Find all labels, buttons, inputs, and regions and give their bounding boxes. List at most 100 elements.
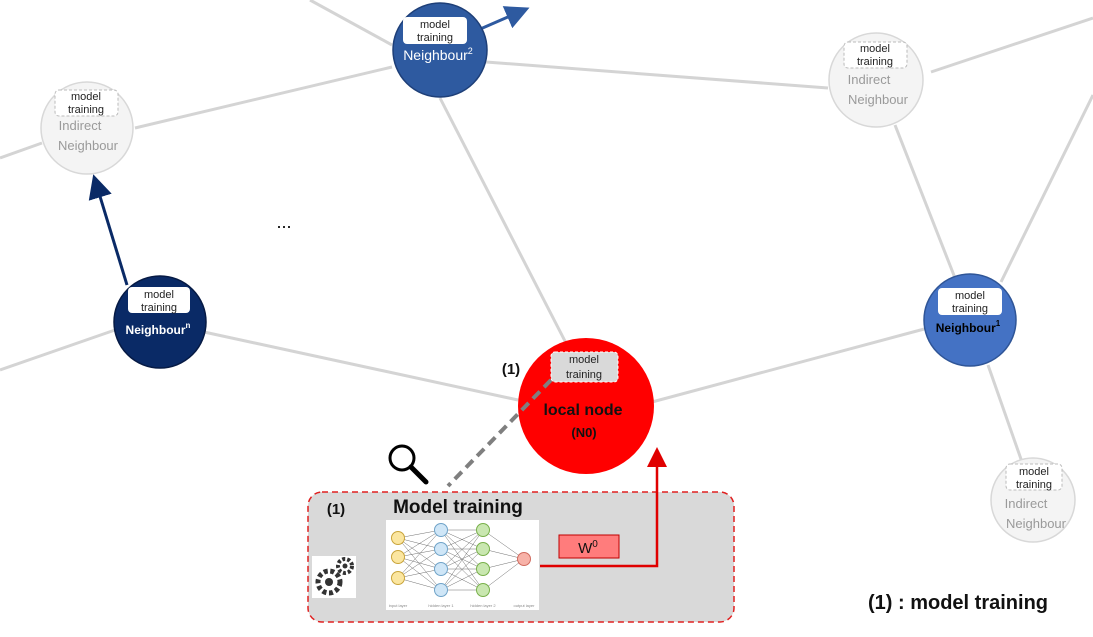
nn-edge: [397, 548, 442, 579]
nn-edge: [397, 537, 442, 570]
svg-text:training: training: [857, 56, 893, 68]
svg-text:training: training: [141, 302, 177, 314]
nn-neuron: [476, 542, 490, 556]
node-neighbour-2[interactable]: model training Neighbour2: [392, 2, 488, 98]
svg-text:W0: W0: [578, 539, 598, 557]
svg-text:training: training: [1016, 479, 1052, 491]
nn-neuron: [434, 523, 448, 537]
nn-edge: [397, 548, 442, 558]
svg-text:training: training: [417, 32, 453, 44]
neural-network-image: input layer hidden layer 1 hidden layer …: [386, 520, 539, 610]
svg-text:Neighbour: Neighbour: [58, 138, 119, 153]
nn-edge: [482, 558, 525, 570]
arrow-neighbourN-to-indirect: [88, 174, 129, 286]
nn-edge: [397, 556, 442, 570]
legend: (1) : model training: [868, 592, 1048, 614]
nn-neuron: [434, 562, 448, 576]
nn-neuron: [391, 531, 405, 545]
node-label: Neighbour1: [936, 319, 1001, 335]
edge: [651, 326, 929, 404]
svg-text:training: training: [952, 303, 988, 315]
svg-text:Neighbour: Neighbour: [1006, 516, 1067, 531]
nn-edge: [440, 548, 484, 570]
nn-neuron: [476, 523, 490, 537]
svg-text:training: training: [566, 369, 602, 381]
nn-neuron: [517, 552, 531, 566]
panel-step: (1): [327, 501, 345, 518]
edge: [893, 124, 957, 279]
svg-text:training: training: [68, 104, 104, 116]
nn-edge: [397, 577, 442, 591]
node-indirect-neighbour-top-right[interactable]: model training Indirect Neighbour: [828, 32, 924, 128]
nn-neuron: [391, 550, 405, 564]
svg-text:model: model: [71, 91, 101, 103]
nn-neuron: [476, 562, 490, 576]
svg-text:Neighbour: Neighbour: [848, 92, 909, 107]
node-indirect-neighbour-bottom-right[interactable]: model training Indirect Neighbour: [990, 457, 1076, 543]
magnifier-icon: [388, 444, 429, 485]
model-training-tag: [938, 288, 1002, 315]
nn-neuron: [434, 542, 448, 556]
nn-edge: [397, 529, 442, 558]
nn-edge: [440, 529, 484, 550]
node-indirect-neighbour-left[interactable]: model training Indirect Neighbour: [40, 81, 134, 175]
edge: [999, 94, 1093, 283]
node-label: Neighbourn: [126, 321, 191, 337]
svg-text:local node: local node: [543, 402, 622, 419]
model-training-tag: [54, 89, 119, 117]
nn-edge: [397, 568, 442, 579]
nn-edge: [482, 529, 525, 560]
node-local[interactable]: model training local node (N0): [518, 338, 654, 474]
edge: [134, 65, 393, 130]
model-training-tag: [403, 17, 467, 44]
panel-title: Model training: [393, 497, 523, 518]
local-step-marker: (1): [502, 361, 520, 378]
edge: [485, 60, 829, 90]
arrow-neighbour2-out: [477, 6, 530, 32]
edge: [0, 328, 116, 372]
nn-neuron: [391, 571, 405, 585]
nn-edge: [482, 548, 525, 560]
edge: [0, 141, 43, 160]
nn-layer-label: hidden layer 1: [428, 603, 454, 608]
svg-text:model: model: [420, 19, 450, 31]
edge: [309, 0, 393, 47]
nn-edge: [440, 529, 484, 591]
model-training-tag: [1005, 463, 1063, 491]
edge: [930, 16, 1093, 74]
svg-text:model: model: [955, 290, 985, 302]
nn-edge: [397, 529, 442, 539]
nn-layer-label: hidden layer 2: [470, 603, 496, 608]
nn-neuron: [434, 583, 448, 597]
weights-w0-box: W0: [558, 534, 620, 559]
edge: [986, 364, 1024, 463]
nn-edge: [440, 568, 484, 591]
svg-text:model: model: [860, 43, 890, 55]
svg-text:model: model: [144, 289, 174, 301]
svg-text:Indirect: Indirect: [59, 118, 102, 133]
ellipsis: ...: [276, 212, 291, 232]
model-training-panel: (1) Model training input layer hidden la…: [307, 491, 735, 623]
nn-layer-label: output layer: [514, 603, 536, 608]
nn-edge: [397, 529, 442, 579]
nn-edge: [440, 529, 484, 570]
svg-text:(N0): (N0): [571, 425, 596, 440]
model-training-tag: [550, 351, 619, 383]
svg-text:model: model: [569, 354, 599, 366]
nn-layer-label: input layer: [389, 603, 408, 608]
nn-neuron: [476, 583, 490, 597]
edge: [438, 97, 569, 346]
svg-text:model: model: [1019, 466, 1049, 478]
zoom-dashed-line: [446, 378, 553, 488]
node-neighbour-1[interactable]: model training Neighbour1: [923, 273, 1017, 367]
gears-icon: [312, 556, 356, 598]
svg-text:Indirect: Indirect: [848, 72, 891, 87]
node-neighbour-n[interactable]: model training Neighbourn: [113, 275, 207, 369]
svg-text:Indirect: Indirect: [1005, 496, 1048, 511]
model-training-tag: [128, 287, 190, 313]
nn-edge: [440, 548, 484, 591]
weights-return-arrow: [540, 447, 667, 568]
nn-edge: [397, 537, 442, 591]
